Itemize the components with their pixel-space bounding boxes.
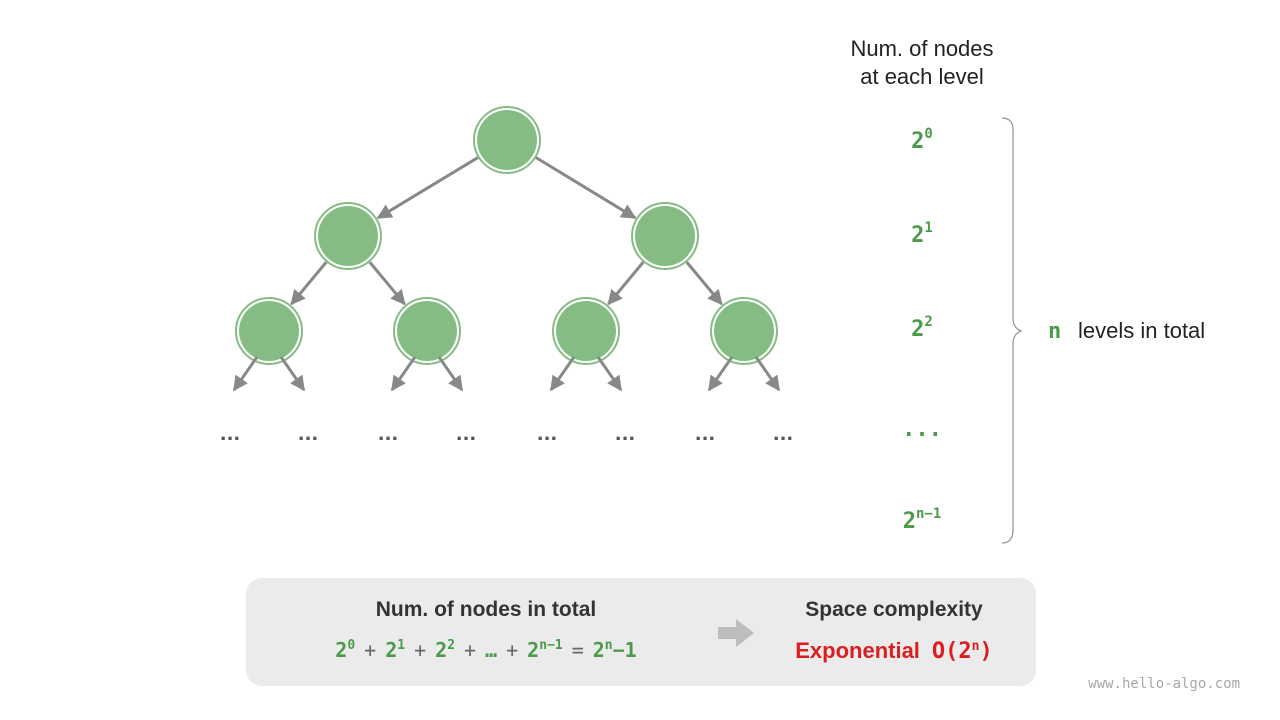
tree-edge	[368, 261, 406, 306]
formula-term: 21	[385, 638, 405, 662]
formula-equals: =	[571, 638, 584, 662]
tree-node	[473, 106, 541, 174]
formula-base: 2	[435, 638, 448, 662]
complexity-expression: O(2n)	[932, 639, 993, 664]
leaf-edge	[754, 356, 781, 392]
watermark: www.hello-algo.com	[1088, 676, 1240, 692]
formula-plus: +	[364, 638, 377, 662]
space-complexity-title: Space complexity	[805, 598, 983, 621]
leaf-edge	[549, 356, 576, 392]
leaf-placeholder: ...	[537, 424, 558, 445]
complexity-word: Exponential	[795, 638, 920, 663]
tree-edge	[535, 156, 637, 220]
complexity-exponent: n	[971, 639, 980, 654]
right-arrow-icon	[718, 619, 754, 647]
formula-plus: +	[414, 638, 427, 662]
level-count-base: 2	[903, 509, 916, 534]
total-nodes-title: Num. of nodes in total	[375, 598, 597, 621]
space-complexity-value: Exponential O(2n)	[762, 638, 1026, 664]
total-levels-n: n	[1048, 319, 1061, 344]
tree-node	[314, 202, 382, 270]
leaf-edge	[232, 356, 259, 392]
leaf-placeholder: ...	[298, 424, 319, 445]
formula-exponent: n	[604, 638, 613, 653]
formula-base: …	[485, 638, 498, 662]
formula-base: 2	[335, 638, 348, 662]
formula-plus: +	[506, 638, 519, 662]
header-line-2: at each level	[860, 64, 984, 89]
tree-node	[552, 297, 620, 365]
level-count-label: 21	[911, 220, 933, 248]
formula-term: 20	[335, 638, 355, 662]
tree-nodes	[235, 106, 778, 365]
tree-node	[710, 297, 778, 365]
leaf-edge	[279, 356, 306, 392]
formula-exponent: 0	[347, 638, 356, 653]
level-count-exponent: 0	[924, 126, 932, 142]
tree-node	[235, 297, 303, 365]
leaf-placeholders: ........................	[220, 356, 794, 445]
leaf-edge	[596, 356, 623, 392]
leaf-placeholder: ...	[695, 424, 716, 445]
level-count-label: 22	[911, 314, 933, 342]
level-count-base: 2	[911, 223, 924, 248]
total-nodes-formula: 20+21+22+…+2n−1=2n−1	[246, 638, 726, 662]
formula-exponent: n−1	[539, 638, 563, 653]
total-levels-label: levels in total	[1078, 318, 1205, 343]
level-count-base: 2	[911, 129, 924, 154]
formula-term: 2n−1	[527, 638, 563, 662]
formula-exponent: 2	[447, 638, 456, 653]
leaf-placeholder: ...	[615, 424, 636, 445]
level-count-exponent: n−1	[916, 506, 941, 522]
level-count-exponent: 2	[924, 314, 932, 330]
tree-edges	[290, 156, 723, 306]
formula-ellipsis: …	[485, 638, 497, 662]
formula-tail: −1	[612, 638, 637, 662]
complexity-suffix: )	[979, 639, 993, 664]
right-brace	[1001, 117, 1023, 544]
leaf-placeholder: ...	[220, 424, 241, 445]
summary-panel: Num. of nodes in total 20+21+22+…+2n−1=2…	[246, 578, 1036, 686]
level-count-exponent: 1	[924, 220, 932, 236]
formula-result: 2n−1	[593, 638, 637, 662]
leaf-placeholder: ...	[378, 424, 399, 445]
tree-edge	[376, 156, 479, 220]
formula-base: 2	[385, 638, 398, 662]
formula-base: 2	[592, 638, 605, 662]
leaf-edge	[390, 356, 417, 392]
formula-base: 2	[527, 638, 540, 662]
tree-node	[393, 297, 461, 365]
leaf-edge	[707, 356, 734, 392]
level-count-base: 2	[911, 317, 924, 342]
tree-edge	[290, 261, 328, 306]
header-line-1: Num. of nodes	[850, 36, 993, 61]
tree-edge	[607, 261, 645, 306]
formula-term: 22	[435, 638, 455, 662]
leaf-placeholder: ...	[773, 424, 794, 445]
tree-node	[631, 202, 699, 270]
level-count-label: 20	[911, 126, 933, 154]
level-count-label: ...	[902, 417, 942, 442]
level-count-base: ...	[902, 417, 942, 442]
leaf-placeholder: ...	[456, 424, 477, 445]
level-count-label: 2n−1	[903, 506, 942, 534]
tree-edge	[685, 261, 723, 306]
formula-exponent: 1	[397, 638, 406, 653]
complexity-prefix: O(2	[931, 639, 972, 664]
leaf-edge	[437, 356, 464, 392]
formula-plus: +	[464, 638, 477, 662]
